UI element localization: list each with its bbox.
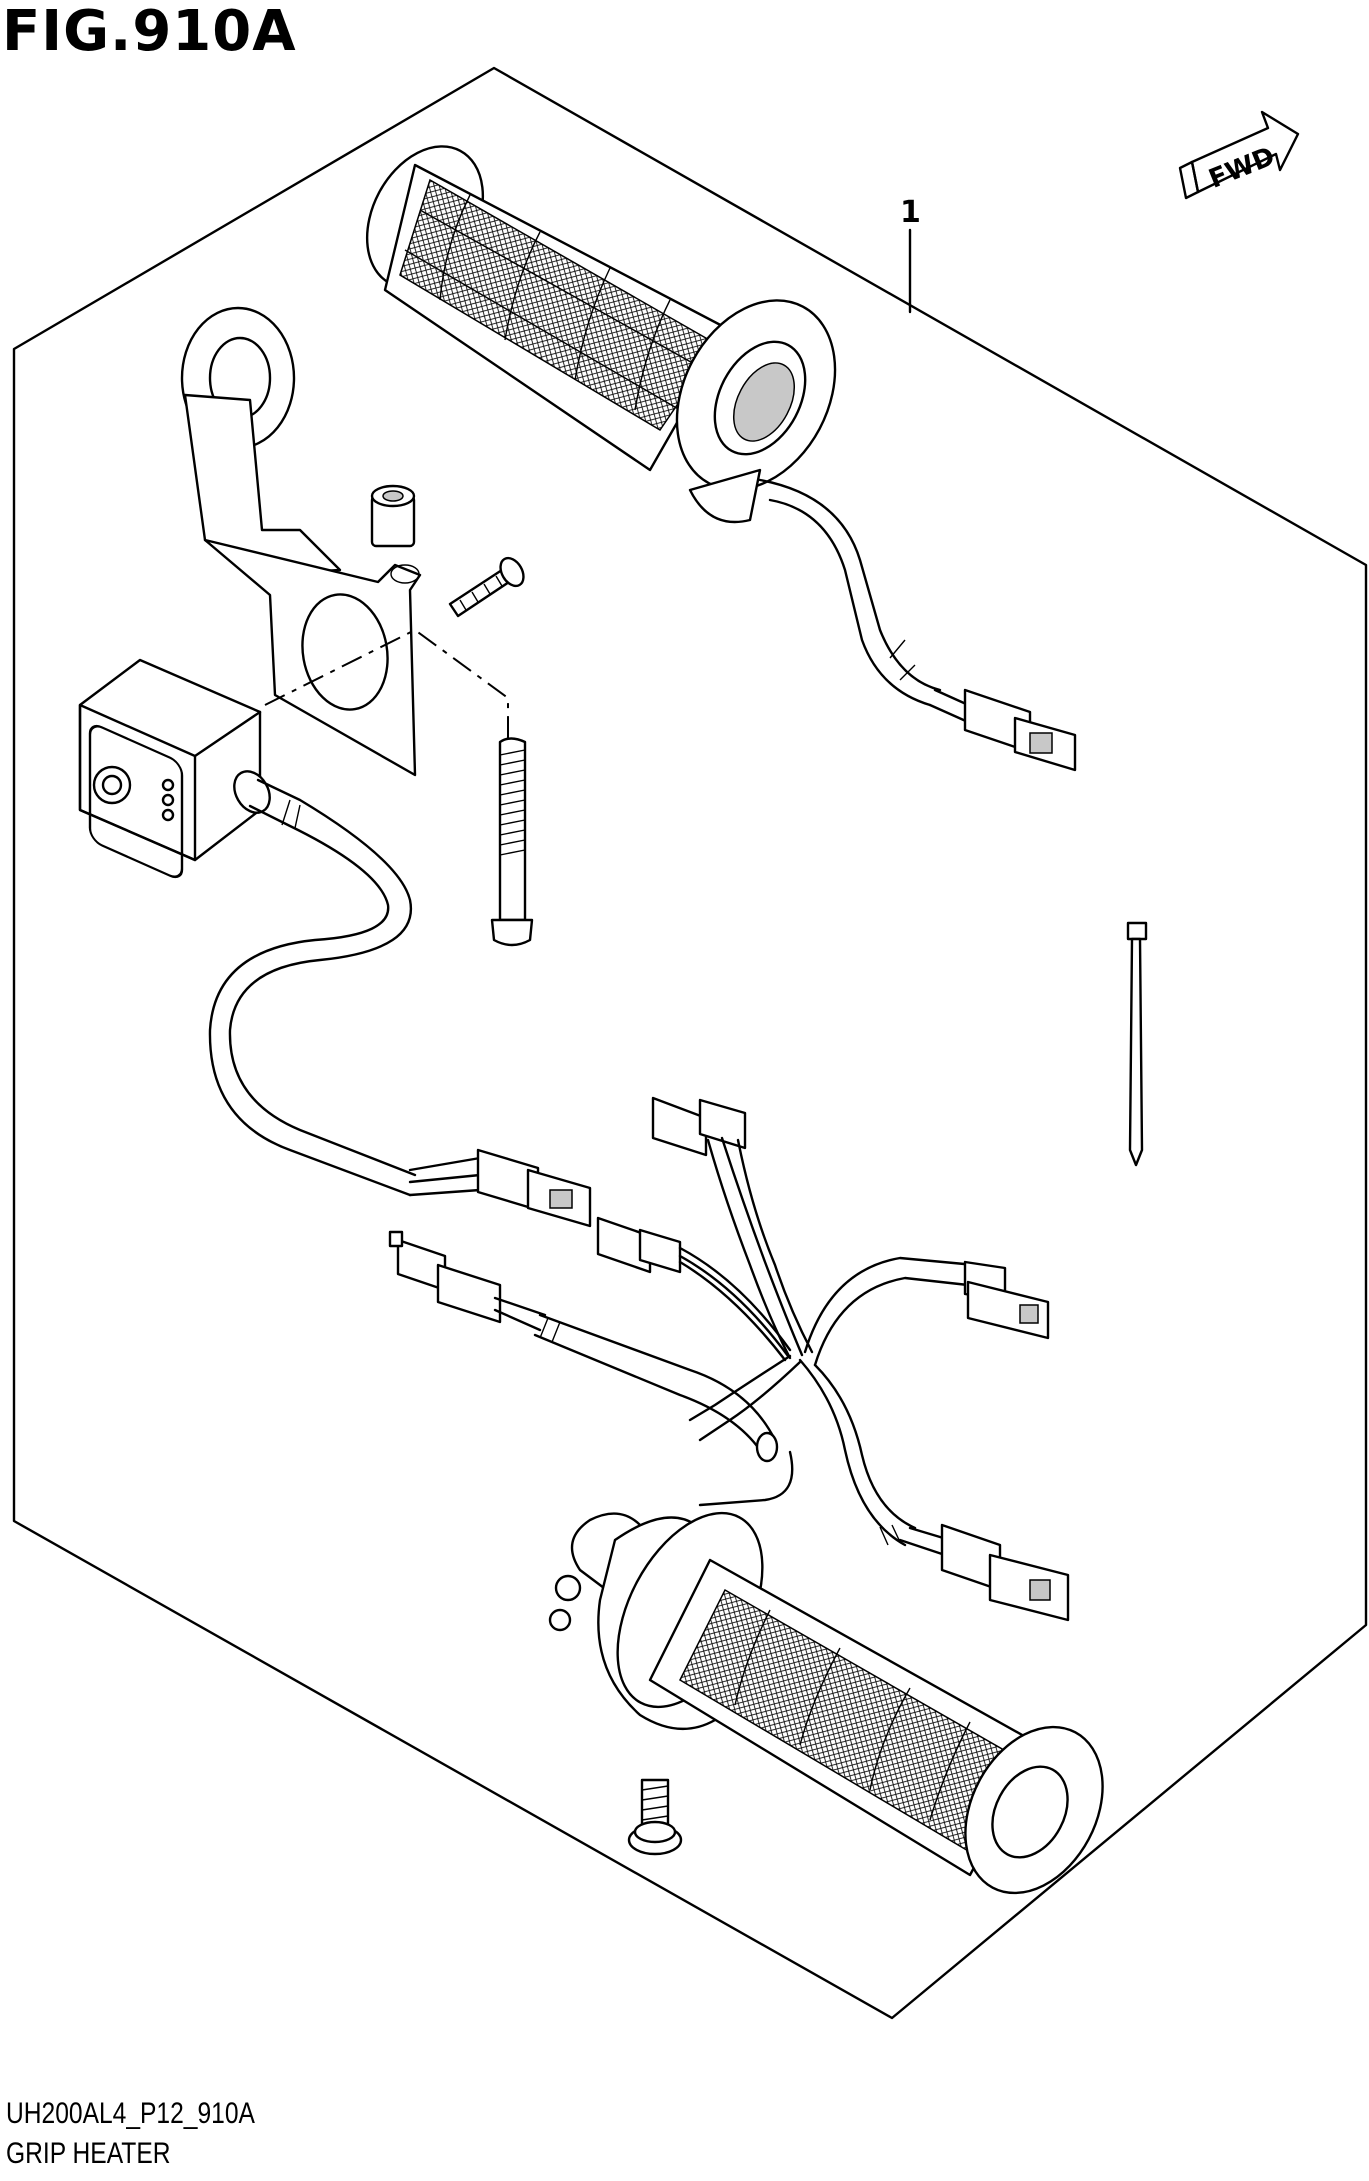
- kit-boundary-frame: [12, 66, 1368, 2020]
- main-wiring-harness: [596, 1096, 1070, 1622]
- switch-cable-harness: [208, 778, 482, 1197]
- assembly-centerline: [264, 628, 509, 745]
- mounting-bracket: [180, 306, 422, 777]
- figure-title: FIG.910A: [2, 0, 297, 64]
- callout-part-1: 1: [900, 195, 921, 314]
- upper-heated-grip: [365, 145, 977, 724]
- figure-code: UH200AL4_P12_910A: [6, 2097, 255, 2130]
- lower-grip-cable: [388, 1230, 794, 1507]
- switch-cable-connector: [476, 1148, 592, 1228]
- upper-grip-connector: [963, 688, 1077, 772]
- fwd-arrow-icon: FWD: [1178, 110, 1300, 200]
- spacer-collar: [370, 484, 416, 548]
- lower-heated-grip: [548, 1511, 1104, 1895]
- cable-tie: [1126, 921, 1148, 1167]
- callout-number: 1: [900, 195, 921, 230]
- grip-mounting-screw: [627, 1778, 683, 1856]
- figure-name: GRIP HEATER: [6, 2137, 171, 2170]
- bracket-screw: [448, 556, 525, 618]
- heater-switch-unit: [78, 658, 271, 879]
- long-bolt: [490, 737, 534, 947]
